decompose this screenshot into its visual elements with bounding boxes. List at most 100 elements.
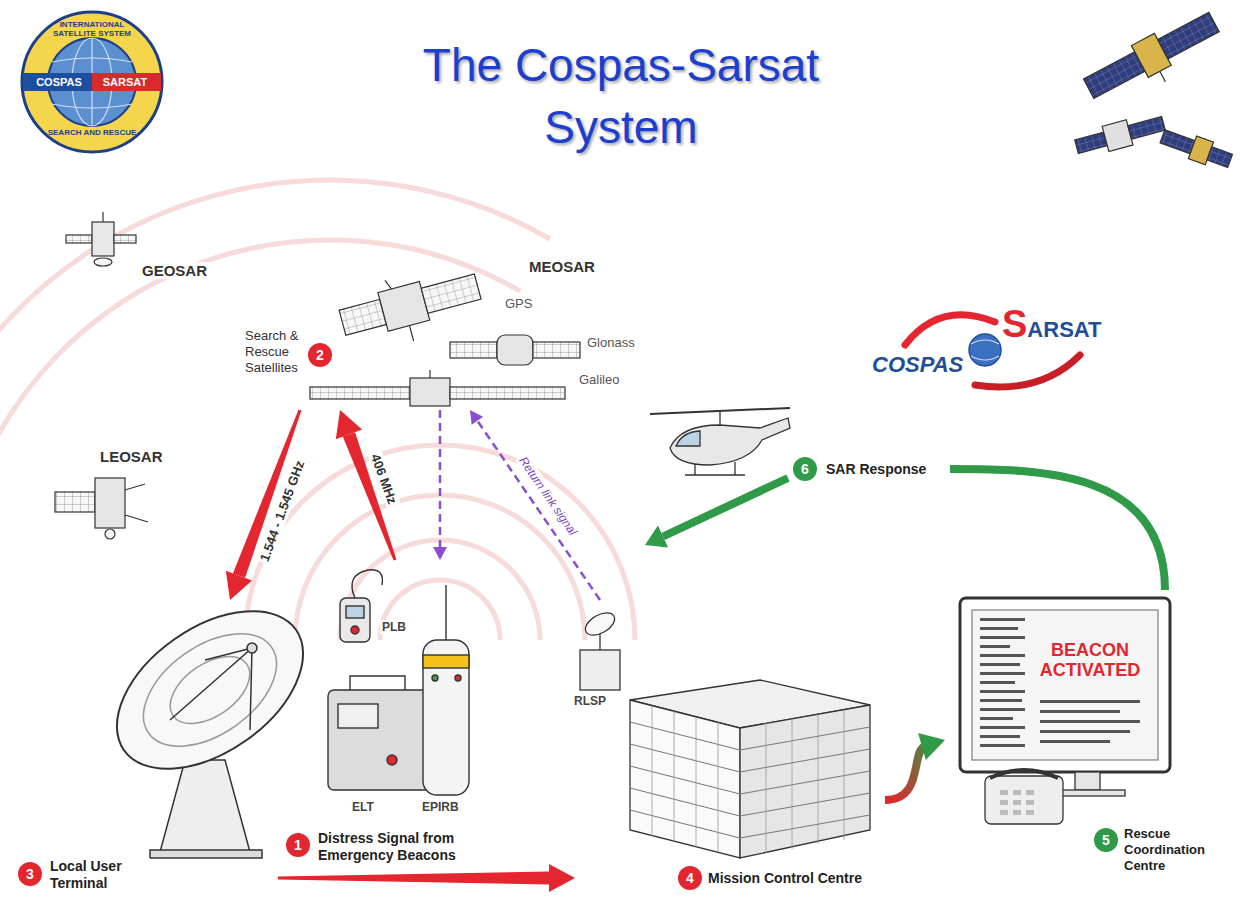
rescue-workstation-part-part	[980, 717, 1013, 720]
glonass-satellite	[450, 335, 580, 365]
rescue-workstation-part-part	[1040, 730, 1130, 733]
callout-number: 3	[18, 862, 42, 886]
satellite-group-part-part	[1083, 52, 1145, 99]
leosar-satellite-part	[95, 478, 125, 528]
rescue-helicopter	[650, 408, 790, 475]
arrow-curve	[950, 469, 1165, 590]
beacon-label: PLB	[380, 620, 408, 634]
leosar-satellite-part	[125, 515, 148, 522]
leosar-satellite-part	[55, 492, 95, 512]
glonass-satellite-part	[497, 335, 533, 365]
leosar-satellite-part	[105, 529, 115, 539]
diagram-title: The Cospas-Sarsat System	[391, 34, 851, 158]
orbit-label: GEOSAR	[140, 262, 209, 279]
step-caption: Mission Control Centre	[708, 870, 880, 887]
rescue-workstation-part-part	[1040, 710, 1120, 713]
rescue-workstation-part-part	[1013, 810, 1021, 815]
signal-connector	[470, 410, 600, 600]
callout-number: 5	[1094, 828, 1118, 852]
signal-connector	[950, 469, 1165, 590]
rescue-helicopter-part	[670, 418, 790, 465]
emergency-beacons-part	[352, 570, 382, 598]
rescue-workstation-part-part	[980, 681, 1015, 684]
arrow-head	[549, 864, 575, 892]
gps-satellite-part	[409, 326, 413, 341]
ground-antenna-part	[123, 611, 296, 769]
antenna-label: RLSP	[572, 694, 608, 708]
rescue-helicopter-part	[719, 412, 720, 425]
satellite-group-part-part	[1075, 132, 1108, 153]
rescue-workstation-part-part	[980, 618, 1025, 621]
orbit-label: MEOSAR	[527, 258, 597, 275]
signal-arcs-part	[380, 580, 500, 640]
galileo-satellite-part	[310, 387, 410, 399]
edge-label: Return link signal	[515, 452, 581, 539]
geosar-satellite-part	[94, 258, 112, 266]
sar-response-arrow-part	[645, 526, 668, 548]
emergency-beacons	[328, 570, 469, 795]
rescue-workstation-part-part	[980, 627, 1018, 630]
emergency-beacons-part	[387, 755, 397, 765]
rescue-workstation-part	[960, 598, 1170, 772]
cospas-sarsat-emblem-part	[23, 73, 92, 91]
rescue-workstation-part-part	[1000, 800, 1008, 805]
glonass-satellite-part	[450, 342, 497, 358]
rescue-workstation-part-part	[980, 654, 1025, 657]
geosar-satellite-part	[66, 235, 92, 243]
beacon-label: EPIRB	[420, 800, 461, 814]
rescue-workstation-part	[1075, 772, 1100, 790]
emergency-beacons-part	[340, 598, 370, 642]
satellite-group-part	[1073, 111, 1167, 159]
cospas-sarsat-emblem-part	[92, 73, 161, 91]
emergency-beacons-part	[432, 675, 438, 681]
arrow-head	[226, 571, 252, 600]
rescue-workstation-part	[985, 776, 1063, 824]
rescue-workstation-part-part	[980, 735, 1020, 738]
rescue-helicopter-part	[734, 462, 735, 475]
cospas-sarsat-logo-part	[969, 334, 1001, 366]
step-caption: SAR Response	[826, 461, 944, 478]
step-caption: Distress Signal from Emergency Beacons	[318, 830, 478, 864]
rescue-workstation-part-part	[1013, 800, 1021, 805]
rescue-workstation-part-part	[1000, 810, 1008, 815]
signal-connector	[433, 410, 447, 560]
glonass-satellite-part	[533, 342, 580, 358]
geosar-satellite-part	[92, 222, 114, 256]
edge-label: 406 MHz	[368, 450, 401, 508]
emblem-text: COSPAS	[28, 75, 90, 89]
sar-response-arrow-part	[663, 478, 788, 537]
rescue-workstation-part-part	[1026, 810, 1034, 815]
satellite-group-part-part	[1207, 147, 1232, 168]
emergency-beacons-part	[351, 626, 359, 634]
rescue-workstation-part-part	[980, 726, 1025, 729]
satellite-group	[1073, 6, 1234, 172]
beacon-label: ELT	[350, 800, 376, 814]
rescue-workstation-part-part	[1040, 700, 1140, 703]
step-node: 1 Distress Signal from Emergency Beacons	[285, 560, 485, 866]
step-node: 4 Mission Control Centre	[575, 600, 885, 898]
leosar-satellite	[55, 478, 148, 539]
callout-number: 4	[678, 866, 702, 890]
gps-satellite-part	[385, 279, 391, 290]
arrow-head	[470, 410, 483, 425]
sar-response-arrow	[645, 478, 788, 547]
edge-label: 1.544 - 1.545 GHz	[256, 457, 308, 566]
rescue-workstation-part-part	[1000, 790, 1008, 795]
rescue-workstation-part-part	[980, 672, 1025, 675]
rescue-workstation-part	[972, 610, 1158, 760]
gps-satellite-part	[339, 299, 386, 335]
satellite-group-part-part	[1102, 120, 1133, 152]
signal-connector	[885, 733, 945, 800]
screen-alert: BEACON ACTIVATED	[1035, 640, 1145, 680]
mission-control-building-part	[582, 608, 619, 640]
step-caption: Rescue Coordination Centre	[1124, 826, 1229, 874]
return-link-line	[477, 421, 600, 600]
galileo-satellite-part	[429, 370, 430, 378]
emblem-text: SARSAT	[94, 75, 156, 89]
rescue-workstation-part-part	[980, 645, 1010, 648]
arrow-head	[336, 410, 362, 439]
callout-number: 1	[286, 833, 310, 857]
emergency-beacons-part	[445, 585, 446, 642]
rescue-workstation-part-part	[980, 663, 1020, 666]
